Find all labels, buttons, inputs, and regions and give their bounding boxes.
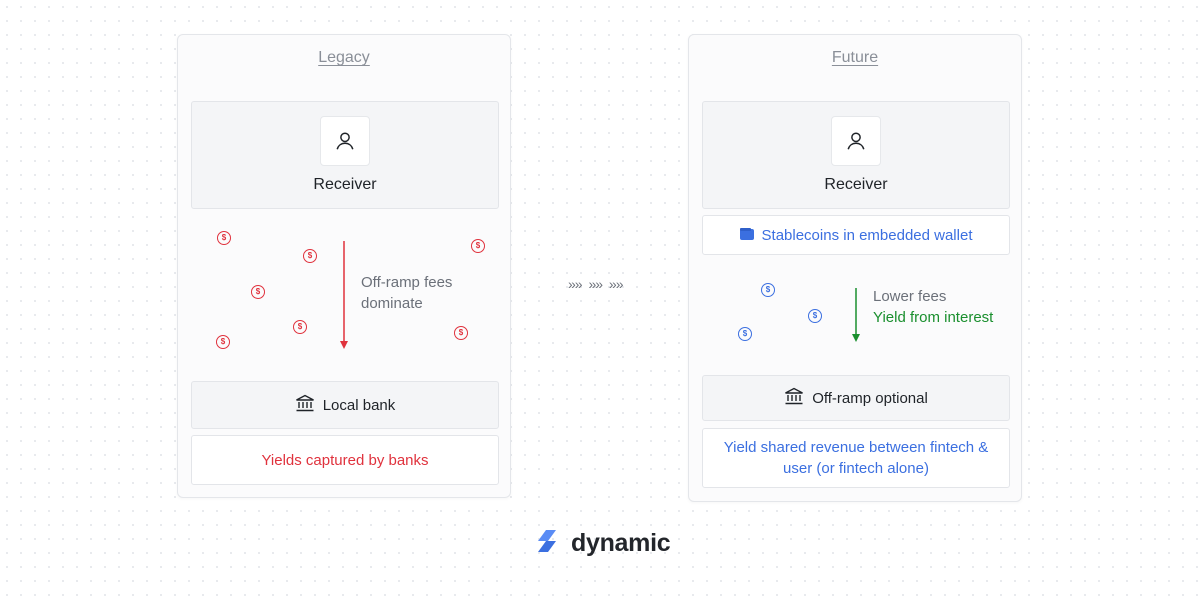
dollar-coin-icon: $ (303, 249, 317, 263)
dollar-coin-icon: $ (808, 309, 822, 323)
brand-name: dynamic (571, 529, 671, 557)
dollar-coin-icon: $ (293, 320, 307, 334)
future-receiver-box: Receiver (702, 101, 1010, 209)
legacy-bank-label: Local bank (322, 396, 396, 414)
legacy-receiver-box: Receiver (191, 101, 499, 209)
legacy-title: Legacy (318, 49, 370, 66)
future-yield-note: Yield from interest (873, 309, 994, 326)
dollar-coin-icon: $ (217, 231, 231, 245)
wallet-icon (739, 227, 754, 244)
legacy-bank-box: Local bank (191, 381, 499, 429)
future-flow-note: Lower fees Yield from interest (873, 286, 993, 328)
dollar-coin-icon: $ (471, 239, 485, 253)
dollar-coin-icon: $ (738, 327, 752, 341)
future-yield-shared-box: Yield shared revenue between fintech & u… (702, 428, 1010, 488)
future-offramp-label: Off-ramp optional (812, 389, 928, 407)
dollar-coin-icon: $ (761, 283, 775, 297)
bank-icon (784, 387, 804, 409)
legacy-yield-box: Yields captured by banks (191, 435, 499, 485)
user-icon (320, 116, 370, 166)
future-fees-note: Lower fees (873, 288, 947, 305)
dollar-coin-icon: $ (251, 285, 265, 299)
future-wallet-box: Stablecoins in embedded wallet (702, 215, 1010, 255)
future-title: Future (831, 49, 879, 66)
dollar-coin-icon: $ (216, 335, 230, 349)
dollar-coin-icon: $ (454, 326, 468, 340)
user-icon (831, 116, 881, 166)
dynamic-logo-icon (533, 528, 563, 559)
future-yield-shared-line2: user (or fintech alone) (783, 460, 929, 477)
legacy-flow-note: Off-ramp fees dominate (361, 272, 452, 314)
future-receiver-label: Receiver (824, 176, 888, 193)
brand-logo: dynamic (533, 528, 671, 559)
legacy-panel: Legacy Receiver $ $ $ $ $ $ $ Off-ramp f… (177, 34, 511, 498)
bank-icon (295, 394, 315, 416)
future-offramp-box: Off-ramp optional (702, 375, 1010, 421)
future-yield-shared-line1: Yield shared revenue between fintech & (723, 439, 989, 456)
legacy-flow-note-line2: dominate (361, 295, 423, 312)
down-arrow-icon (340, 241, 348, 349)
future-wallet-label: Stablecoins in embedded wallet (761, 226, 973, 244)
legacy-yield-label: Yields captured by banks (261, 451, 429, 469)
future-panel: Future Receiver Stablecoins in embedded … (688, 34, 1022, 502)
down-arrow-icon (852, 288, 860, 342)
transition-arrows: »» »» »» (568, 276, 623, 292)
legacy-receiver-label: Receiver (313, 176, 377, 193)
legacy-flow-note-line1: Off-ramp fees (361, 274, 453, 291)
